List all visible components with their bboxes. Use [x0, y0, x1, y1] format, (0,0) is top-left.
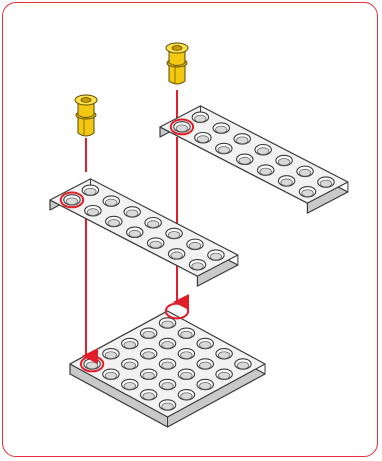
plate-hole-inner	[180, 330, 193, 339]
plate-hole-inner	[259, 167, 272, 176]
beam-plate-middle	[49, 178, 239, 287]
plate-hole-inner	[167, 231, 181, 239]
plate-hole-inner	[123, 361, 136, 370]
plate-hole-inner	[161, 341, 174, 349]
plate-hole-inner	[298, 168, 312, 177]
plate-hole-inner	[85, 361, 99, 370]
plate-hole-inner	[194, 114, 207, 123]
plate-hole-inner	[191, 262, 204, 270]
plate-hole-inner	[142, 371, 155, 380]
plate-hole-inner	[180, 371, 193, 380]
plate-hole-inner	[142, 392, 155, 400]
plate-hole-inner	[199, 361, 212, 370]
plate-hole-inner	[123, 382, 136, 390]
plate-hole-inner	[142, 330, 155, 339]
pin-shaft	[168, 64, 186, 85]
plate-hole-inner	[107, 219, 121, 227]
beam-plate-top-right	[159, 105, 349, 214]
connector-pins	[74, 42, 189, 137]
plate-hole-inner	[180, 392, 193, 400]
plate-hole-inner	[236, 361, 250, 370]
plate-hole-inner	[215, 125, 228, 134]
plate-hole-inner	[161, 320, 174, 329]
plate-hole-inner	[161, 361, 174, 370]
plate-hole-inner	[146, 220, 160, 228]
pin-hole	[80, 97, 92, 103]
yellow-pin-icon	[165, 42, 189, 85]
highlight-ring	[169, 118, 195, 136]
guide-lines-upper	[85, 90, 178, 172]
plate-hole-inner	[126, 209, 139, 218]
plate-hole-inner	[319, 179, 333, 188]
plate-hole-inner	[142, 351, 155, 359]
highlight-ring	[59, 191, 85, 209]
plate-hole-inner	[196, 135, 210, 143]
plate-hole-inner	[301, 189, 314, 197]
plate-hole-inner	[175, 124, 189, 133]
plate-hole-inner	[217, 351, 231, 359]
plate-hole-inner	[238, 156, 251, 165]
guide-lines-lower	[82, 137, 189, 364]
plate-hole-inner	[104, 351, 118, 359]
plate-hole-inner	[180, 351, 193, 359]
plate-hole-inner	[161, 382, 174, 390]
plate-hole-inner	[105, 198, 118, 207]
plate-hole-inner	[217, 146, 231, 154]
plate-hole-inner	[149, 240, 162, 249]
pin-hole	[171, 45, 183, 51]
plate-hole-inner	[104, 371, 118, 380]
plate-hole-inner	[217, 371, 231, 380]
yellow-pin-icon	[74, 94, 98, 137]
plate-hole-inner	[277, 158, 291, 166]
plate-hole-inner	[170, 251, 183, 260]
plate-hole-inner	[86, 208, 100, 216]
plate-hole-inner	[199, 382, 212, 390]
plate-hole-inner	[84, 187, 97, 196]
plate-hole-inner	[123, 341, 136, 349]
plate-hole-inner	[209, 252, 223, 261]
plate-hole-inner	[199, 341, 212, 349]
plate-hole-inner	[256, 147, 270, 155]
plate-hole-inner	[161, 402, 174, 411]
plate-hole-inner	[280, 178, 293, 187]
plate-hole-inner	[236, 136, 249, 145]
pin-shaft	[77, 116, 95, 137]
plate-hole-inner	[188, 241, 202, 250]
square-plate-bottom	[69, 302, 266, 428]
plate-hole-inner	[128, 229, 141, 238]
plate-hole-inner	[65, 197, 79, 206]
